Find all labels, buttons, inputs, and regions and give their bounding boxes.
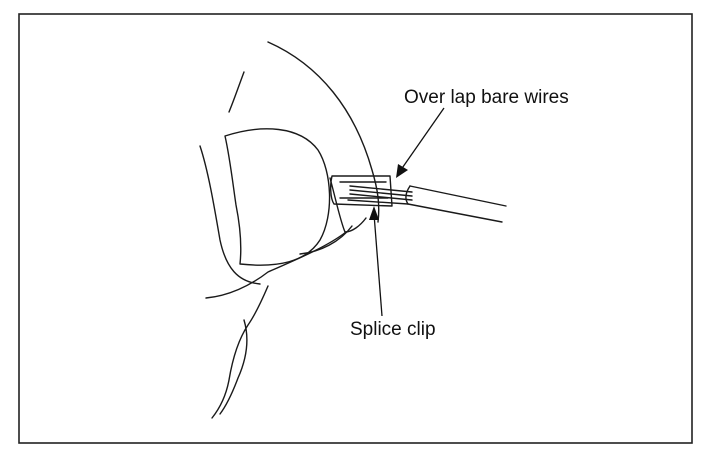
- fingertip-curve: [299, 225, 353, 255]
- bare-wire-4: [347, 199, 409, 205]
- thumb-contour: [199, 145, 261, 285]
- figure-border: [18, 13, 693, 444]
- bare-wire-3: [349, 193, 413, 201]
- finger-outline: [267, 41, 380, 223]
- splice-clip-label: Splice clip: [350, 319, 436, 340]
- overlap-label: Over lap bare wires: [404, 87, 569, 108]
- bare-wire-2: [349, 189, 413, 197]
- lower-finger: [211, 285, 269, 419]
- palm-curve: [205, 231, 347, 299]
- bare-wire-1: [349, 185, 413, 193]
- lower-finger-inner: [219, 319, 248, 415]
- thumb-nail: [224, 128, 331, 266]
- splice-clip: [329, 175, 393, 207]
- splice-arrow: [369, 206, 383, 317]
- insulated-wire: [407, 185, 507, 223]
- overlap-arrow: [396, 107, 445, 178]
- splice-clip-band: [339, 181, 389, 199]
- knuckle-line: [228, 71, 245, 113]
- insulation-end: [405, 185, 411, 205]
